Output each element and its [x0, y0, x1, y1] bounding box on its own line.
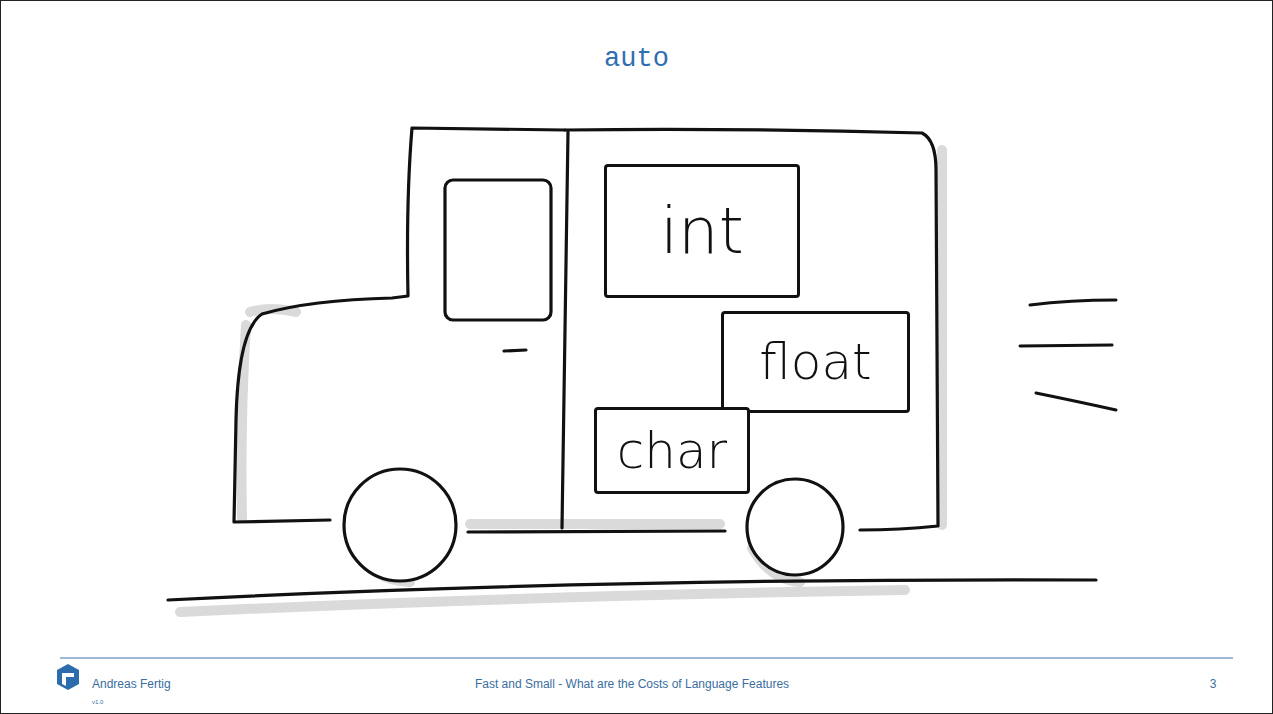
type-name: char: [617, 422, 727, 480]
type-name: int: [660, 194, 743, 268]
slide-title: auto: [0, 44, 1273, 74]
truck-outline: [168, 128, 1096, 600]
talk-title: Fast and Small - What are the Costs of L…: [475, 677, 789, 691]
type-name: float: [759, 333, 871, 391]
logo: [57, 664, 79, 690]
type-box: float: [721, 311, 910, 413]
page-number: 3: [1210, 677, 1217, 691]
type-box: char: [594, 407, 750, 494]
shadow: [180, 150, 942, 612]
footer-rule: [60, 658, 1233, 659]
speed-lines: [1020, 300, 1116, 410]
author-name: Andreas Fertig: [92, 677, 171, 691]
version-tag: v1.0: [92, 699, 103, 705]
type-box: int: [604, 164, 800, 298]
